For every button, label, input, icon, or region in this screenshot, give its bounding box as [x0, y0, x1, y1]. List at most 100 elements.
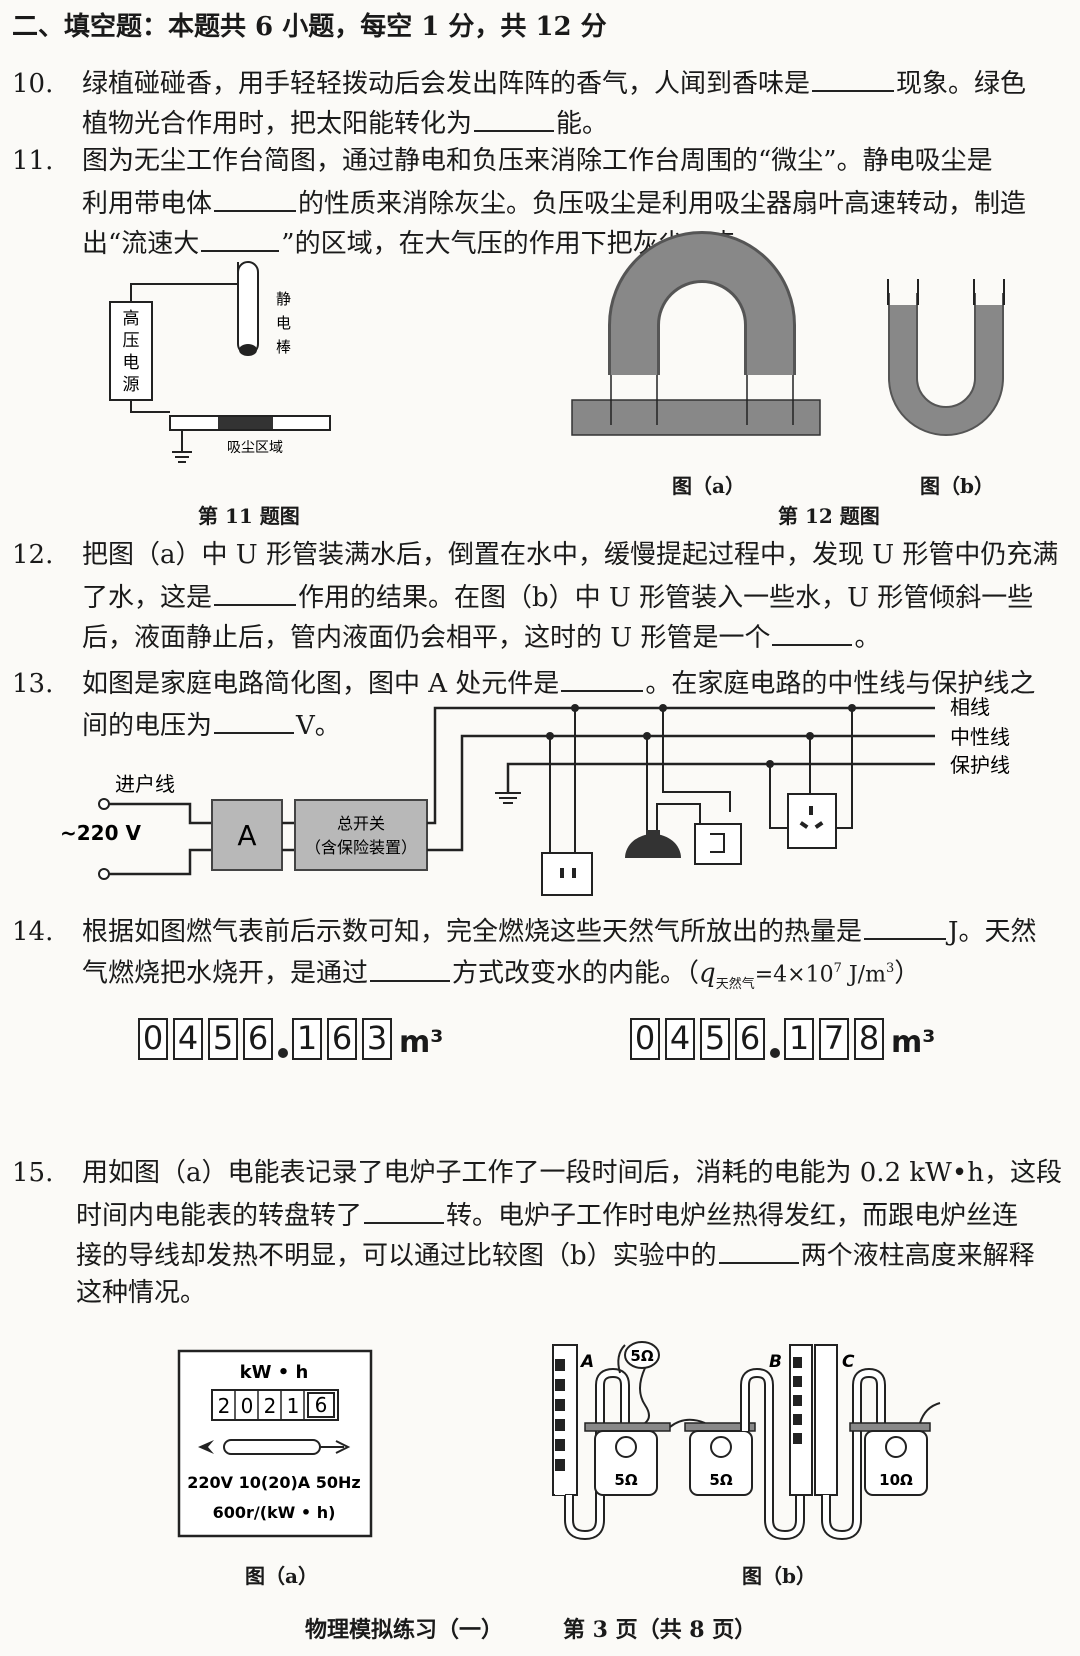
- q14-text-1a: 根据如图燃气表前后示数可知，完全燃烧这些天然气所放出的热量是: [82, 917, 863, 947]
- answer-blank[interactable]: [201, 224, 280, 252]
- question-12: 12.把图（a）中 U 形管装满水后，倒置在水中，缓慢提起过程中，发现 U 形管…: [12, 538, 1058, 572]
- socket-pin: [560, 868, 564, 878]
- wire: [835, 708, 853, 829]
- q-unit: J/m: [841, 962, 886, 988]
- q12-text-3a: 后，液面静止后，管内液面仍会相平，这时的 U 形管是一个: [82, 623, 771, 653]
- answer-blank[interactable]: [812, 64, 895, 92]
- wire: [639, 1367, 650, 1424]
- answer-blank[interactable]: [214, 578, 297, 606]
- power-label-1: 高: [123, 309, 140, 329]
- question-number: 12.: [12, 540, 54, 570]
- answer-blank[interactable]: [214, 184, 297, 212]
- socket-pin: [814, 821, 824, 829]
- lamp-socket: [646, 830, 660, 840]
- meter-digit: 5: [700, 1018, 730, 1060]
- resistor-5ohm-top: [624, 1341, 660, 1369]
- meter-spec-2: 600r/(kW • h): [213, 1503, 336, 1522]
- wire: [919, 1402, 941, 1424]
- figure-12-u-tubes: [571, 231, 1005, 436]
- neutral-wire: [427, 734, 935, 852]
- question-11: 11.图为无尘工作台简图，通过静电和负压来消除工作台周围的“微尘”。静电吸尘是: [12, 144, 993, 178]
- wire-to-plate: [130, 400, 170, 413]
- q-value: =4×10: [754, 962, 834, 988]
- q14-text-2b: 方式改变水的内能。（: [452, 958, 700, 989]
- q14-text-2end: ）: [894, 958, 921, 989]
- component-a-label: A: [237, 819, 256, 852]
- switch-toggle: [710, 833, 725, 853]
- u-tube-b-inner: [742, 1369, 803, 1539]
- switch-icon: [694, 823, 742, 865]
- dust-zone-label: 吸尘区域: [227, 440, 283, 456]
- water-trough: [571, 399, 821, 436]
- q15-text-1: 用如图（a）电能表记录了电炉子工作了一段时间后，消耗的电能为 0.2 kW•h，…: [82, 1158, 1062, 1188]
- page-footer: 物理模拟练习（一）第 3 页（共 8 页）: [305, 1612, 756, 1644]
- q11-text-2a: 利用带电体: [82, 189, 213, 219]
- wire: [656, 803, 701, 838]
- q12-line-3: 后，液面静止后，管内液面仍会相平，这时的 U 形管是一个 。: [12, 618, 880, 655]
- q-symbol: q: [699, 958, 716, 989]
- answer-blank[interactable]: [772, 618, 853, 646]
- main-switch-box: [294, 799, 428, 871]
- meter-digit: 3: [362, 1018, 392, 1060]
- label-a: A: [579, 1352, 594, 1372]
- container-1: [594, 1430, 658, 1496]
- incoming-line-label: 进户线: [115, 772, 175, 796]
- figure-11-dust-free-workbench: 高 压 电 源 静 电 棒 吸尘区域: [109, 261, 331, 463]
- power-label-4: 源: [123, 375, 140, 395]
- figure-15a-energy-meter: kW • h 2 0 2 1 6 220V 10(20)A 50Hz 600r/…: [177, 1349, 373, 1538]
- meter-unit: m³: [891, 1025, 936, 1060]
- meter-digit: 4: [173, 1018, 203, 1060]
- q11-text-2b: 的性质来消除灰尘。负压吸尘是利用吸尘器扇叶高速转动，制造: [298, 189, 1027, 219]
- q11-text-1: 图为无尘工作台简图，通过静电和负压来消除工作台周围的“微尘”。静电吸尘是: [82, 146, 993, 176]
- q15-text-3b: 两个液柱高度来解释: [800, 1241, 1035, 1271]
- counter-digit: 0: [241, 1394, 254, 1418]
- question-10: 10.绿植碰碰香，用手轻轻拨动后会发出阵阵的香气，人闻到香味是现象。绿色: [12, 64, 1026, 101]
- wire: [662, 708, 731, 812]
- answer-blank[interactable]: [474, 104, 555, 132]
- meter-digit: 5: [208, 1018, 238, 1060]
- inverted-u-tube-water: [611, 234, 793, 375]
- live-label: 相线: [950, 695, 990, 719]
- answer-blank[interactable]: [561, 664, 644, 692]
- q10-text-2b: 能。: [556, 109, 609, 139]
- meter-digit: 8: [854, 1018, 884, 1060]
- scale-marks-a: [555, 1359, 565, 1471]
- two-pin-socket: [541, 852, 593, 896]
- answer-blank[interactable]: [864, 912, 947, 940]
- wire: [109, 802, 212, 825]
- figure-15a-caption: 图（a）: [245, 1564, 318, 1588]
- dust-zone-dark: [218, 417, 273, 429]
- answer-blank[interactable]: [364, 1196, 445, 1224]
- decimal-point: [278, 1048, 288, 1058]
- counter-digit: 2: [264, 1394, 277, 1418]
- answer-blank[interactable]: [718, 1236, 799, 1264]
- q12-text-3b: 。: [854, 623, 881, 653]
- figure-15b-joule-experiment: A 5Ω 5Ω 5Ω B C 10Ω: [552, 1341, 941, 1541]
- q10-text-2a: 植物光合作用时，把太阳能转化为: [82, 109, 473, 139]
- voltage-label: ~220 V: [60, 821, 141, 845]
- socket-pin: [809, 806, 813, 815]
- q15-text-2b: 转。电炉子工作时电炉丝热得发红，而跟电炉丝连: [446, 1201, 1019, 1231]
- meter-digit: 4: [665, 1018, 695, 1060]
- arrow-head-icon: [335, 1440, 351, 1454]
- live-wire: [427, 706, 935, 825]
- question-number: 10.: [12, 69, 54, 99]
- question-number: 15.: [12, 1158, 54, 1188]
- footer-page: 第 3 页（共 8 页）: [563, 1617, 757, 1643]
- rod-label-3: 棒: [276, 338, 291, 356]
- answer-blank[interactable]: [370, 954, 451, 982]
- q15-text-2a: 时间内电能表的转盘转了: [76, 1201, 363, 1231]
- r2-label: 5Ω: [709, 1471, 732, 1489]
- lid-1: [584, 1422, 671, 1432]
- q-subscript: 天然气: [715, 976, 755, 992]
- question-number: 14.: [12, 917, 54, 947]
- r1-label: 5Ω: [614, 1471, 637, 1489]
- question-15: 15. 用如图（a）电能表记录了电炉子工作了一段时间后，消耗的电能为 0.2 kW…: [12, 1156, 1062, 1190]
- q12-text-2b: 作用的结果。在图（b）中 U 形管装入一些水，U 形管倾斜一些: [298, 583, 1034, 613]
- q15-line-4: 这种情况。: [6, 1276, 206, 1310]
- gas-meter-before: 0 4 5 6 1 6 3 m³: [138, 1018, 443, 1060]
- junction: [571, 704, 579, 712]
- q14-text-1b: J。天然: [948, 917, 1037, 947]
- meter-digit: 1: [784, 1018, 814, 1060]
- answer-blank[interactable]: [214, 706, 295, 734]
